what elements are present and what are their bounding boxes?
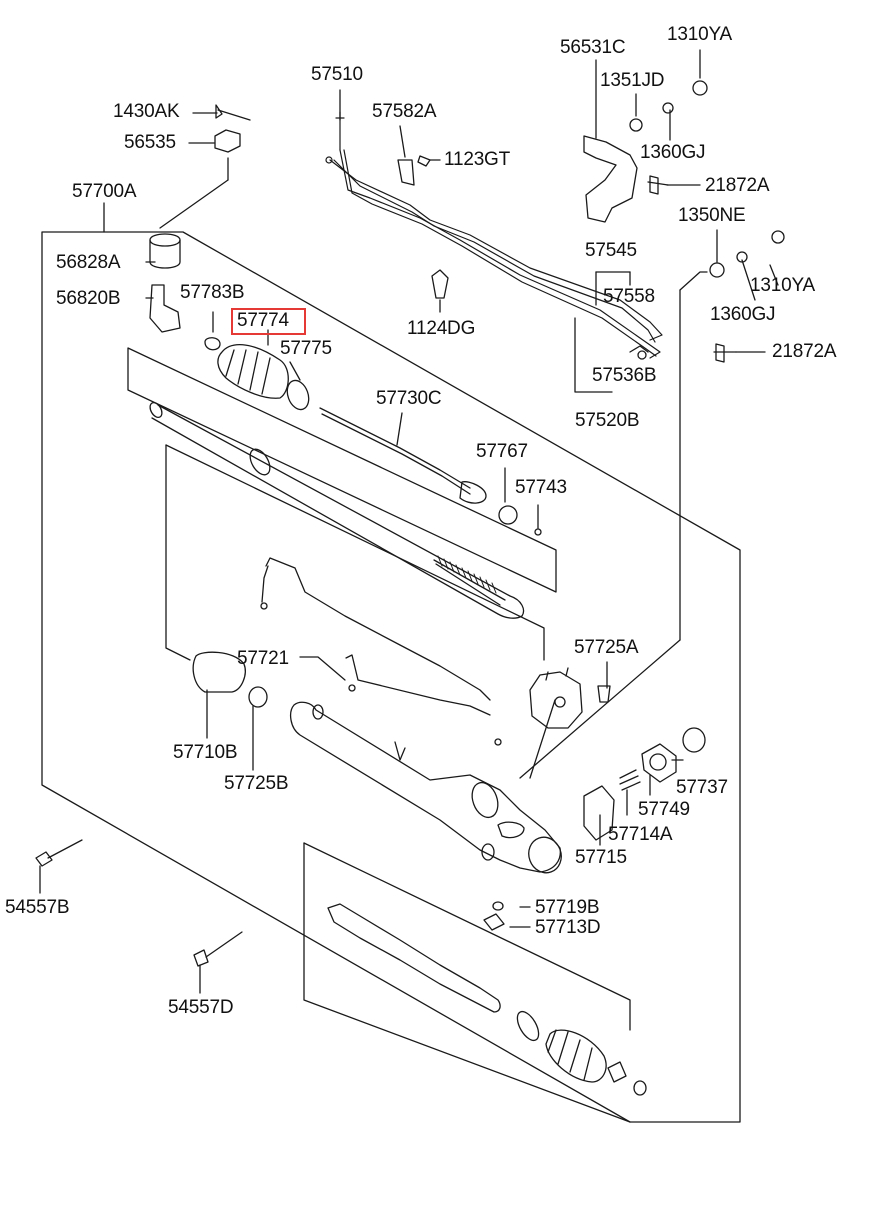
- label-57725b: 57725B: [224, 773, 289, 794]
- feed-line-assembly: [325, 111, 663, 359]
- leader-lines: [39, 49, 779, 994]
- label-57767: 57767: [476, 441, 528, 462]
- highlight-box-57774: [231, 308, 306, 335]
- label-57749: 57749: [638, 799, 690, 820]
- rack-bar: [149, 401, 525, 619]
- yoke-parts: [583, 727, 706, 841]
- label-1360gj-top: 1360GJ: [640, 142, 706, 163]
- label-57775: 57775: [280, 338, 332, 359]
- label-54557b: 54557B: [5, 897, 70, 918]
- hardware-items: [149, 80, 785, 363]
- label-57721: 57721: [237, 648, 289, 669]
- rack-subframe-outline: [127, 347, 631, 1123]
- label-57520b: 57520B: [575, 410, 640, 431]
- label-57582a: 57582A: [372, 101, 437, 122]
- gear-housing: [289, 701, 562, 874]
- label-1360gj-mid: 1360GJ: [710, 304, 776, 325]
- label-57737: 57737: [676, 777, 728, 798]
- label-1123gt: 1123GT: [444, 149, 511, 170]
- label-1124dg: 1124DG: [407, 318, 476, 339]
- label-56820b: 56820B: [56, 288, 121, 309]
- label-57730c: 57730C: [376, 388, 442, 409]
- label-56535: 56535: [124, 132, 176, 153]
- label-1310ya-top: 1310YA: [667, 24, 733, 45]
- label-57536b: 57536B: [592, 365, 657, 386]
- feed-tube: [260, 557, 502, 746]
- label-57715: 57715: [575, 847, 627, 868]
- housing-bushing: [192, 651, 268, 708]
- label-1351jd: 1351JD: [600, 70, 665, 91]
- label-57725a: 57725A: [574, 637, 639, 658]
- inner-tie-rod-right: [327, 901, 647, 1096]
- label-57700a: 57700A: [72, 181, 137, 202]
- label-1310ya-mid: 1310YA: [750, 275, 816, 296]
- label-57774: 57774: [237, 310, 289, 331]
- inner-tie-rod-left: [217, 343, 542, 536]
- label-56828a: 56828A: [56, 252, 121, 273]
- label-21872a-mid: 21872A: [772, 341, 837, 362]
- label-57743: 57743: [515, 477, 567, 498]
- label-57545: 57545: [585, 240, 637, 261]
- label-1350ne: 1350NE: [678, 205, 746, 226]
- label-57719b: 57719B: [535, 897, 600, 918]
- label-1430ak: 1430AK: [113, 101, 180, 122]
- label-54557d: 54557D: [168, 997, 234, 1018]
- label-57783b: 57783B: [180, 282, 245, 303]
- label-57558: 57558: [603, 286, 655, 307]
- mounting-bolts: [35, 839, 243, 967]
- label-57714a: 57714A: [608, 824, 673, 845]
- label-57510: 57510: [311, 64, 363, 85]
- valve-body: [529, 667, 611, 729]
- label-56531c: 56531C: [560, 37, 626, 58]
- label-21872a-top: 21872A: [705, 175, 770, 196]
- label-57713d: 57713D: [535, 917, 601, 938]
- label-57710b: 57710B: [173, 742, 238, 763]
